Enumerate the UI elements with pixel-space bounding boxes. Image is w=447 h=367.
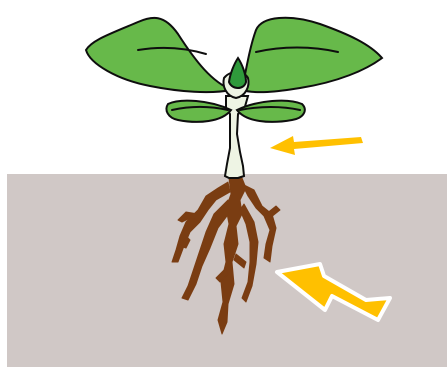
terminal-bud xyxy=(229,58,246,88)
leaf-upper-right xyxy=(242,18,382,92)
cotyledon-right xyxy=(237,101,305,122)
leaf-upper-left xyxy=(86,18,232,92)
cotyledon-left xyxy=(166,101,231,122)
arrow-stem-indicator xyxy=(270,136,363,155)
